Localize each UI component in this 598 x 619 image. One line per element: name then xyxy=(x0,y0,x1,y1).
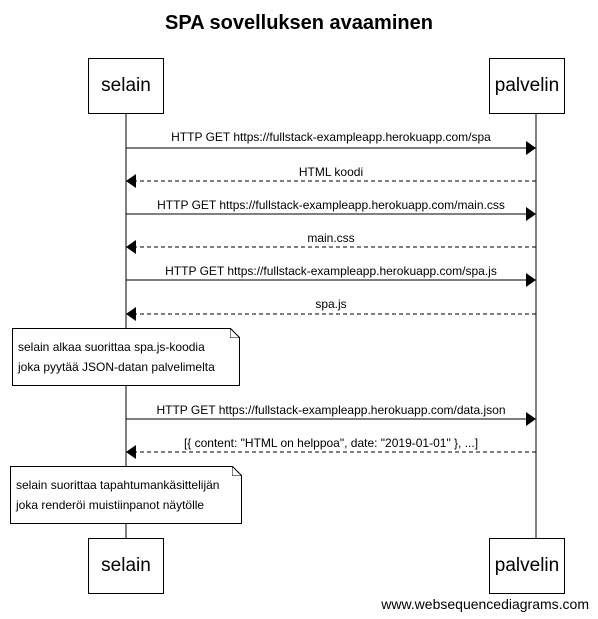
message-label-get-main-css: HTTP GET https://fullstack-exampleapp.he… xyxy=(157,198,505,212)
participant-selain-bottom: selain xyxy=(88,538,164,594)
note-line: selain alkaa suorittaa spa.js-koodia xyxy=(18,340,205,354)
arrowhead-icon xyxy=(126,307,136,321)
arrowhead-icon xyxy=(126,445,136,459)
arrowhead-icon xyxy=(526,141,536,155)
note-render-notes: selain suorittaa tapahtumankäsittelijän … xyxy=(10,466,242,524)
participant-selain-top: selain xyxy=(88,58,164,114)
arrowhead-icon xyxy=(526,273,536,287)
message-label-get-spa: HTTP GET https://fullstack-exampleapp.he… xyxy=(171,130,491,144)
participant-palvelin-top: palvelin xyxy=(489,58,565,114)
footer-credit: www.websequencediagrams.com xyxy=(381,596,589,612)
arrowhead-icon xyxy=(126,174,136,188)
arrowhead-icon xyxy=(526,412,536,426)
message-label-json-data: [{ content: "HTML on helppoa", date: "20… xyxy=(183,436,479,450)
note-line: selain suorittaa tapahtumankäsittelijän xyxy=(16,478,220,492)
message-label-get-spa-js: HTTP GET https://fullstack-exampleapp.he… xyxy=(165,264,497,278)
note-line: joka pyytää JSON-datan palvelimelta xyxy=(18,360,215,374)
note-fold-icon xyxy=(230,328,240,338)
note-line: joka renderöi muistiinpanot näytölle xyxy=(16,498,205,512)
diagram-title: SPA sovelluksen avaaminen xyxy=(165,12,433,34)
note-fold-icon xyxy=(232,466,242,476)
message-label-html-koodi: HTML koodi xyxy=(298,165,364,179)
message-label-main-css: main.css xyxy=(307,231,355,245)
participant-palvelin-bottom: palvelin xyxy=(489,538,565,594)
message-label-spa-js: spa.js xyxy=(315,297,347,311)
message-label-get-data-json: HTTP GET https://fullstack-exampleapp.he… xyxy=(156,403,506,417)
arrowhead-icon xyxy=(126,240,136,254)
arrowhead-icon xyxy=(526,207,536,221)
note-spa-js-execution: selain alkaa suorittaa spa.js-koodia jok… xyxy=(12,328,240,386)
